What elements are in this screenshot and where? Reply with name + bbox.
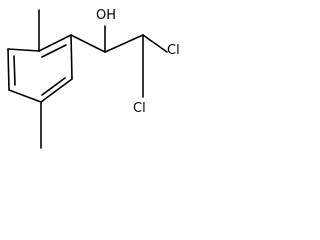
hydroxyl-label: OH — [96, 8, 116, 23]
ring-to-carbinol-bond — [70, 34, 106, 53]
ring-double-bond-2 — [41, 77, 66, 96]
ring-double-bond-3 — [13, 55, 16, 86]
ring-double-bond-1 — [41, 44, 67, 58]
ring-bond-1 — [38, 34, 72, 52]
ring-bond-6 — [7, 48, 40, 52]
carbon-to-cl-upper-bond — [142, 34, 168, 53]
ring-bond-2 — [70, 34, 73, 80]
ring-bond-5 — [7, 48, 10, 91]
molecule-svg: OH Cl Cl — [7, 8, 180, 149]
ring-bond-3 — [40, 78, 73, 103]
structure-diagram: OH Cl Cl — [0, 0, 188, 172]
chlorine-label-lower: Cl — [133, 101, 146, 116]
carbinol-to-dichloro-bond — [104, 34, 144, 53]
ring-bond-4 — [8, 89, 42, 103]
chlorine-label-upper: Cl — [167, 43, 180, 58]
